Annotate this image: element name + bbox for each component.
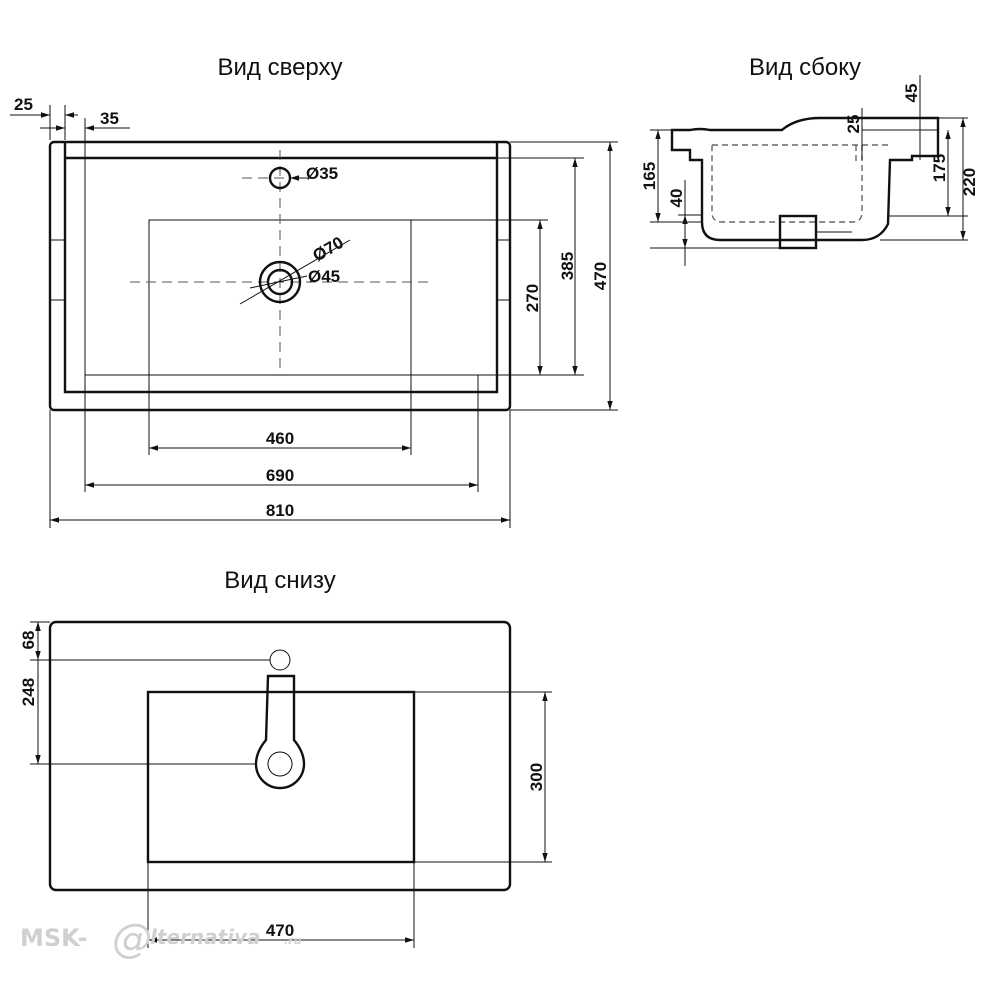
dim-side-165: 165 xyxy=(640,162,659,190)
top-view-title: Вид сверху xyxy=(218,54,343,81)
side-view-title: Вид сбоку xyxy=(749,54,861,81)
watermark-suffix: .ru xyxy=(284,934,302,947)
watermark-symbol: @ xyxy=(112,916,152,962)
dim-bot-470: 470 xyxy=(266,921,294,940)
bottom-view: Вид снизу 68 248 300 470 xyxy=(19,567,552,948)
dim-top-35: 35 xyxy=(100,109,119,128)
bottom-view-title: Вид снизу xyxy=(224,567,335,594)
bottom-drain xyxy=(267,751,293,777)
bottom-tap-hole xyxy=(269,649,291,671)
dim-side-45: 45 xyxy=(902,84,921,103)
side-drain-tube xyxy=(778,214,818,250)
dim-top-460: 460 xyxy=(266,429,294,448)
top-outer-contour xyxy=(48,140,512,412)
dim-side-175: 175 xyxy=(930,154,949,182)
dim-side-220: 220 xyxy=(960,168,979,196)
bottom-bowl xyxy=(146,690,416,864)
dim-top-270: 270 xyxy=(523,284,542,312)
top-inner-rim xyxy=(63,142,499,394)
side-bowl-hidden xyxy=(711,144,863,223)
dim-top-d70: Ø70 xyxy=(310,233,347,266)
drain-inner xyxy=(266,268,294,296)
dim-side-25: 25 xyxy=(844,115,863,134)
bottom-outer-contour xyxy=(48,620,512,892)
side-body-profile xyxy=(670,116,940,242)
dim-top-d35: Ø35 xyxy=(306,164,338,183)
dim-top-d45: Ø45 xyxy=(308,267,340,286)
dim-top-385: 385 xyxy=(558,252,577,280)
watermark-left: MSK- xyxy=(20,924,88,952)
dim-bot-248: 248 xyxy=(19,678,38,706)
top-view: Вид сверху Ø35 Ø70 Ø45 xyxy=(10,54,618,528)
dim-side-40: 40 xyxy=(667,189,686,208)
dim-bot-68: 68 xyxy=(19,631,38,650)
dim-bot-300: 300 xyxy=(527,763,546,791)
dim-top-810: 810 xyxy=(266,501,294,520)
dim-top-690: 690 xyxy=(266,466,294,485)
watermark-right: lternativa xyxy=(150,925,261,949)
bottom-overflow-channel xyxy=(254,674,306,790)
drain-outer xyxy=(258,260,302,304)
dim-top-25: 25 xyxy=(14,95,33,114)
side-view: Вид сбоку 165 40 45 25 175 220 xyxy=(640,54,979,266)
dim-top-470: 470 xyxy=(591,262,610,290)
watermark: MSK- @ lternativa .ru xyxy=(20,916,302,962)
